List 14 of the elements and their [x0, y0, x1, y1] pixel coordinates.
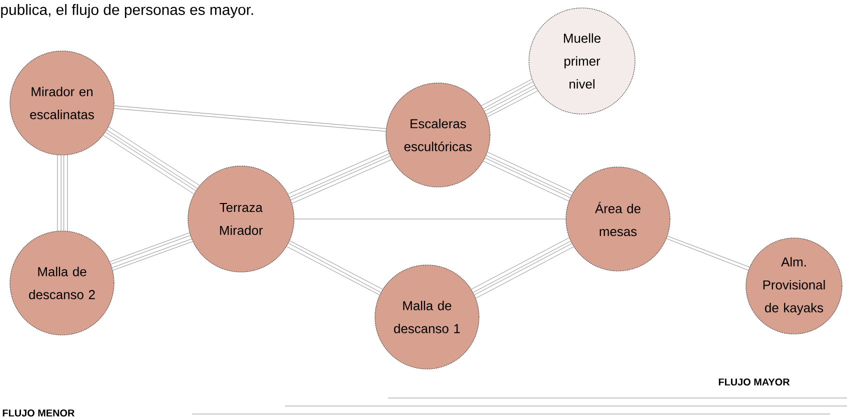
flow-lines [666, 236, 750, 271]
flow-lines [481, 78, 538, 118]
legend-text: FLUJO MENOR [2, 409, 74, 417]
flow-lines [471, 238, 574, 298]
flow-lines [110, 232, 193, 271]
note-text: publica, el flujo de personas es mayor. [1, 4, 253, 18]
flow-lines [288, 150, 392, 204]
flow-lines [294, 218, 566, 220]
flow-lines [102, 126, 200, 194]
flow-lines [483, 152, 574, 202]
flow-lines [286, 240, 383, 296]
legend-text: FLUJO MAYOR [718, 378, 790, 386]
flow-lines [57, 154, 68, 232]
flow-lines [114, 105, 386, 132]
